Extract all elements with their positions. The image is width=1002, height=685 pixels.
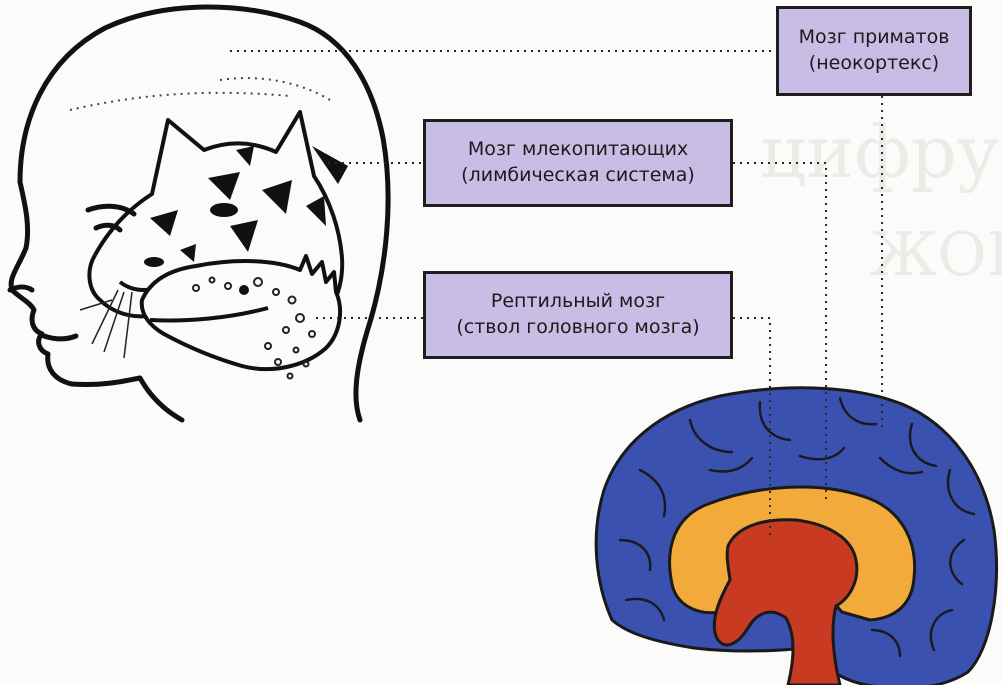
connector-primate bbox=[230, 51, 882, 430]
label-reptile-brain: Рептильный мозг (ствол головного мозга) bbox=[423, 271, 733, 359]
cat-whiskers bbox=[80, 290, 132, 358]
label-primate-brain: Мозг приматов (неокортекс) bbox=[776, 6, 972, 96]
cat-fur-stripes bbox=[144, 146, 348, 267]
lizard-head-illustration bbox=[142, 256, 340, 369]
label-reptile-line2: (ствол головного мозга) bbox=[456, 315, 699, 341]
label-primate-line1: Мозг приматов bbox=[799, 25, 950, 51]
label-mammal-line1: Мозг млекопитающих bbox=[468, 137, 688, 163]
label-primate-line2: (неокортекс) bbox=[809, 51, 939, 77]
brainstem-region bbox=[714, 520, 857, 685]
lizard-eye bbox=[239, 285, 249, 295]
label-mammal-brain: Мозг млекопитающих (лимбическая система) bbox=[423, 119, 733, 207]
label-mammal-line2: (лимбическая система) bbox=[461, 163, 695, 189]
label-reptile-line1: Рептильный мозг bbox=[491, 289, 665, 315]
brain-cross-section bbox=[596, 388, 996, 685]
